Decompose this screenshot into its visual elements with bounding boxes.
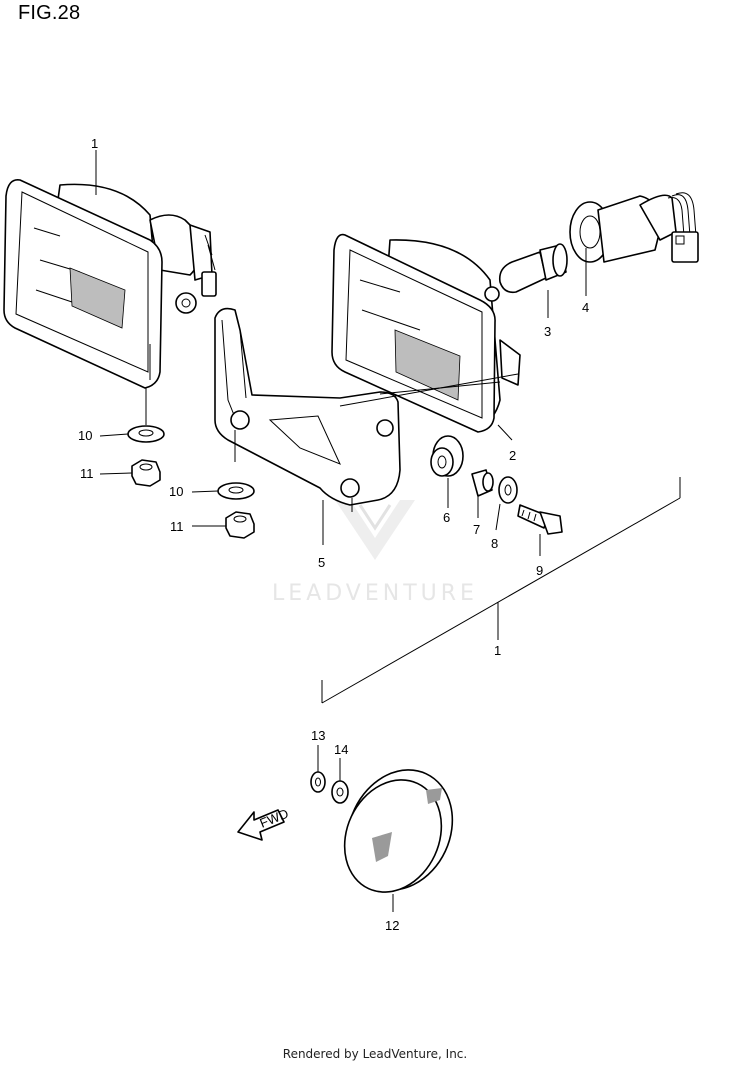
washer-8[interactable] — [498, 476, 518, 504]
washer-10-a[interactable] — [127, 425, 165, 443]
callout-1-top: 1 — [91, 136, 98, 151]
bulb[interactable] — [498, 243, 568, 294]
callout-7: 7 — [473, 522, 480, 537]
bulb-socket[interactable] — [569, 192, 699, 263]
callout-8: 8 — [491, 536, 498, 551]
callout-11-b: 11 — [170, 519, 184, 534]
nut-11-a[interactable] — [131, 459, 161, 487]
watermark-logo: LEADVENTURE — [272, 500, 478, 606]
left-headlight[interactable] — [3, 179, 217, 425]
callout-5: 5 — [318, 555, 325, 570]
callout-10-b: 10 — [169, 484, 183, 499]
washer-10-b[interactable] — [217, 482, 255, 500]
reflector[interactable] — [327, 753, 472, 908]
callout-11-a: 11 — [80, 466, 94, 481]
callout-14: 14 — [334, 742, 348, 757]
assembly-bracket — [321, 477, 681, 704]
collar[interactable] — [471, 469, 494, 497]
callout-6: 6 — [443, 510, 450, 525]
callout-9: 9 — [536, 563, 543, 578]
figure-title: FIG.28 — [18, 2, 81, 24]
washer-13[interactable] — [310, 771, 326, 793]
watermark-text: LEADVENTURE — [272, 581, 478, 606]
footer-credit: Rendered by LeadVenture, Inc. — [282, 1047, 468, 1061]
fwd-label: FWD — [258, 806, 291, 831]
callout-10-a: 10 — [78, 428, 92, 443]
fwd-arrow: FWD — [237, 806, 291, 841]
bracket[interactable] — [214, 307, 401, 512]
right-headlight[interactable] — [331, 233, 521, 433]
callout-1-mid: 1 — [494, 643, 501, 658]
callout-12: 12 — [385, 918, 399, 933]
callout-3: 3 — [544, 324, 551, 339]
nut-14[interactable] — [331, 780, 349, 804]
callouts: 1 2 3 4 5 6 7 8 9 10 10 11 11 1 12 13 14 — [78, 136, 589, 933]
bolt[interactable] — [517, 504, 563, 535]
grommet[interactable] — [430, 435, 464, 477]
callout-13: 13 — [311, 728, 325, 743]
callout-2: 2 — [509, 448, 516, 463]
callout-4: 4 — [582, 300, 589, 315]
nut-11-b[interactable] — [225, 511, 255, 539]
leader-lines — [95, 150, 587, 912]
